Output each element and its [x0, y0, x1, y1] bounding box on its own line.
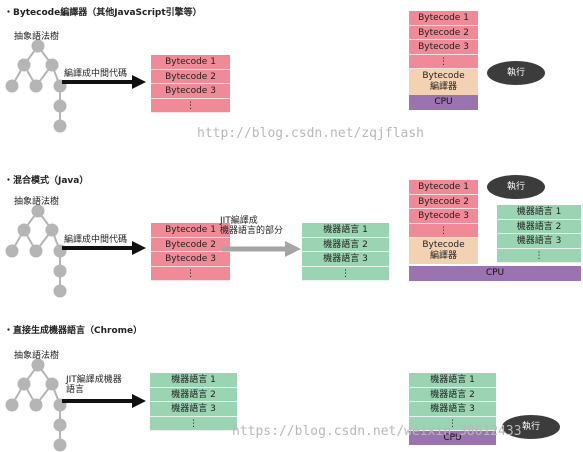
s2-right-machine-stack: 機器語言 1 機器語言 2 機器語言 3 ⋮ [497, 205, 581, 263]
s2-bytecode-stack: Bytecode 1 Bytecode 2 Bytecode 3 ⋮ [151, 223, 230, 281]
s2-machine-1: 機器語言 1 [302, 223, 389, 238]
s3-right-machine-3: 機器語言 3 [409, 402, 496, 417]
s2-tree-node [29, 244, 43, 258]
s1-compiler-line1: Bytecode [422, 71, 465, 81]
section-2-title: ・混合模式（Java） [4, 176, 89, 186]
s2-machine-3: 機器語言 3 [302, 252, 389, 267]
s1-tree-node [31, 39, 45, 53]
s3-tree-node [5, 398, 19, 412]
s2-right-bytecode-stack: Bytecode 1 Bytecode 2 Bytecode 3 ⋮ Bytec… [409, 180, 478, 264]
s1-tree-node [45, 58, 59, 72]
s3-tree-node [29, 398, 43, 412]
s2-tree-node [45, 223, 59, 237]
watermark-2: https://blog.csdn.net/weixin_38612433 [232, 424, 522, 439]
s3-machine-2: 機器語言 2 [150, 387, 237, 402]
s3-arrow [62, 394, 146, 408]
s1-arrow-label: 編譯成中間代碼 [64, 69, 128, 79]
s3-tree-node [53, 438, 67, 452]
s2-cpu: CPU [409, 266, 581, 281]
s1-tree-node [5, 79, 19, 93]
s1-bytecode-3: Bytecode 3 [151, 84, 230, 99]
s1-arrow [62, 75, 146, 89]
s2-arrow-label: 編譯成中間代碼 [64, 235, 128, 245]
s1-bytecode-more: ⋮ [151, 98, 230, 113]
s1-right-bytecode-2: Bytecode 2 [409, 25, 478, 40]
s3-machine-1: 機器語言 1 [150, 373, 237, 388]
s2-tree-label: 抽象語法樹 [14, 197, 60, 207]
s3-machine-more: ⋮ [150, 416, 237, 431]
s2-jit-line1: JIT編譯成 [220, 216, 258, 226]
s1-compiler-line2: 編譯器 [429, 82, 457, 92]
s1-exec-badge: 執行 [487, 61, 545, 85]
s2-bytecode-more: ⋮ [151, 266, 230, 281]
s1-bytecode-compiler: Bytecode 編譯器 [409, 69, 478, 95]
s2-tree-node [31, 204, 45, 218]
s2-exec-badge: 執行 [487, 175, 545, 199]
s1-right-bytecode-1: Bytecode 1 [409, 11, 478, 26]
s3-arrow-line1: JIT編譯成機器 [66, 375, 122, 385]
s3-arrow-line2: 語言 [66, 385, 85, 395]
s2-jit-arrow [222, 241, 301, 257]
s1-right-bytecode-more: ⋮ [409, 54, 478, 69]
s3-arrow-label: JIT編譯成機器 語言 [66, 375, 122, 395]
s2-machine-more: ⋮ [302, 266, 389, 281]
s2-jit-label: JIT編譯成 機器語言的部分 [220, 216, 283, 236]
s3-tree-node [53, 418, 67, 432]
s2-right-bytecode-1: Bytecode 1 [409, 180, 478, 195]
s2-bytecode-2: Bytecode 2 [151, 237, 230, 252]
s3-tree-node [45, 377, 59, 391]
s3-cpu: CPU [409, 431, 496, 445]
s2-machine-2: 機器語言 2 [302, 237, 389, 252]
s1-cpu: CPU [409, 95, 478, 110]
s3-right-machine-1: 機器語言 1 [409, 373, 496, 388]
s1-tree-node [29, 79, 43, 93]
s3-machine-3: 機器語言 3 [150, 402, 237, 417]
s2-syntax-tree [5, 204, 67, 298]
s2-right-bytecode-2: Bytecode 2 [409, 194, 478, 209]
section-1-title: ・Bytecode編譯器（其他JavaScript引擎等） [4, 8, 202, 18]
s2-machine-stack: 機器語言 1 機器語言 2 機器語言 3 ⋮ [302, 223, 389, 281]
section-3-title: ・直接生成機器語言（Chrome） [4, 326, 143, 336]
s1-right-bytecode-stack: Bytecode 1 Bytecode 2 Bytecode 3 ⋮ Bytec… [409, 11, 478, 110]
s2-right-bytecode-3: Bytecode 3 [409, 209, 478, 224]
s2-right-machine-1: 機器語言 1 [497, 205, 581, 220]
s3-right-machine-stack: 機器語言 1 機器語言 2 機器語言 3 ⋮ CPU [409, 373, 496, 445]
s2-right-machine-2: 機器語言 2 [497, 219, 581, 234]
s3-right-machine-2: 機器語言 2 [409, 387, 496, 402]
s2-right-bytecode-more: ⋮ [409, 223, 478, 238]
s1-tree-node [53, 119, 67, 133]
s3-tree-node [17, 377, 31, 391]
s3-tree-label: 抽象語法樹 [14, 351, 60, 361]
s1-right-bytecode-3: Bytecode 3 [409, 40, 478, 55]
s2-tree-node [53, 284, 67, 298]
s1-bytecode-stack: Bytecode 1 Bytecode 2 Bytecode 3 ⋮ [151, 55, 230, 113]
s2-tree-node [5, 244, 19, 258]
s1-bytecode-1: Bytecode 1 [151, 55, 230, 70]
s2-tree-node [17, 223, 31, 237]
s3-exec-badge: 執行 [502, 415, 560, 439]
s1-tree-label: 抽象語法樹 [14, 32, 60, 42]
s2-right-machine-more: ⋮ [497, 248, 581, 263]
s2-bytecode-compiler: Bytecode 編譯器 [409, 238, 478, 264]
s2-right-machine-3: 機器語言 3 [497, 234, 581, 249]
s2-compiler-line1: Bytecode [422, 240, 465, 250]
s2-jit-line2: 機器語言的部分 [220, 226, 284, 236]
s1-tree-node [17, 58, 31, 72]
s3-right-machine-more: ⋮ [409, 416, 496, 431]
s3-machine-stack: 機器語言 1 機器語言 2 機器語言 3 ⋮ [150, 373, 237, 431]
s3-tree-node [31, 358, 45, 372]
s1-bytecode-2: Bytecode 2 [151, 69, 230, 84]
s3-syntax-tree [5, 358, 67, 452]
s2-tree-node [53, 264, 67, 278]
s1-tree-node [53, 99, 67, 113]
s2-bytecode-1: Bytecode 1 [151, 223, 230, 238]
s2-arrow [62, 241, 146, 255]
s2-bytecode-3: Bytecode 3 [151, 252, 230, 267]
watermark-1: http://blog.csdn.net/zqjflash [197, 126, 424, 141]
s2-compiler-line2: 編譯器 [429, 251, 457, 261]
